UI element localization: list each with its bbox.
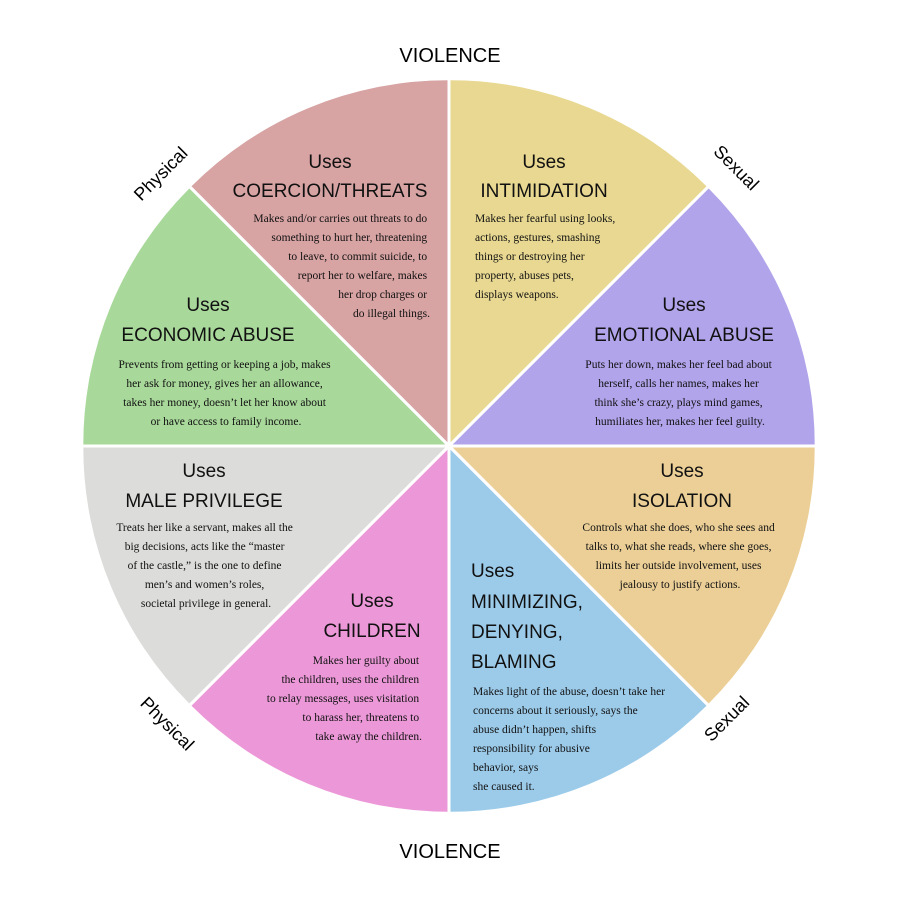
children-description: Makes her guilty about the children, use… [267,655,422,743]
physical-upper-label: Physical [130,143,192,205]
isolation-heading: ISOLATION [632,491,732,512]
economic-description: Prevents from getting or keeping a job, … [119,359,334,428]
economic-heading: ECONOMIC ABUSE [121,325,294,346]
coercion-description: Makes and/or carries out threats to do s… [253,213,430,320]
privilege-uses-label: Uses [182,461,225,482]
children-uses-label: Uses [350,591,393,612]
children-heading: CHILDREN [323,621,420,642]
privilege-description: Treats her like a servant, makes all the… [116,522,295,610]
isolation-description: Controls what she does, who she sees and… [582,522,777,591]
segment-isolation: Uses ISOLATION Controls what she does, w… [582,461,777,591]
wedge-intimidation [452,188,815,445]
coercion-heading: COERCION/THREATS [233,181,428,202]
segment-male-privilege: Uses MALE PRIVILEGE Treats her like a se… [116,461,295,610]
wedge-economic [191,80,448,443]
wheel-wedges [83,80,815,812]
wedge-isolation [450,449,707,812]
emotional-heading: EMOTIONAL ABUSE [594,325,774,346]
segment-coercion-threats: Uses COERCION/THREATS Makes and/or carri… [233,152,431,320]
wedge-children [83,447,446,704]
isolation-uses-label: Uses [660,461,703,482]
privilege-heading: MALE PRIVILEGE [125,491,282,512]
intimidation-heading: INTIMIDATION [480,181,607,202]
segment-children: Uses CHILDREN Makes her guilty about the… [267,591,422,743]
coercion-uses-label: Uses [308,152,351,173]
minimizing-description: Makes light of the abuse, doesn’t take h… [473,686,668,793]
intimidation-description: Makes her fearful using looks, actions, … [475,213,618,301]
segment-intimidation: Uses INTIMIDATION Makes her fearful usin… [475,152,618,301]
wedge-privilege [83,188,446,445]
minimizing-heading: MINIMIZING, DENYING, BLAMING [471,592,588,673]
emotional-description: Puts her down, makes her feel bad about … [585,359,774,428]
violence-bottom-label: VIOLENCE [399,841,500,863]
wedge-minimizing [191,449,448,812]
emotional-uses-label: Uses [662,295,705,316]
economic-uses-label: Uses [186,295,229,316]
violence-top-label: VIOLENCE [399,45,500,67]
minimizing-uses-label: Uses [471,561,514,582]
segment-minimizing-denying-blaming: Uses MINIMIZING, DENYING, BLAMING Makes … [471,561,668,793]
segment-economic-abuse: Uses ECONOMIC ABUSE Prevents from gettin… [119,295,334,428]
sexual-upper-label: Sexual [710,141,763,194]
segment-emotional-abuse: Uses EMOTIONAL ABUSE Puts her down, make… [585,295,774,428]
intimidation-uses-label: Uses [522,152,565,173]
wedge-coercion [450,80,707,443]
wedge-emotional [452,447,815,704]
